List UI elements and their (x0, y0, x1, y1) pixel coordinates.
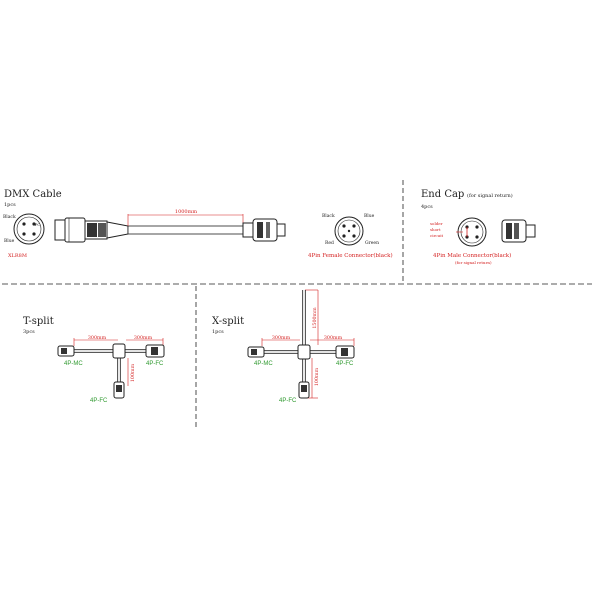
tsplit-label-right: 4P-FC (146, 361, 164, 367)
tsplit-qty: 3pcs (23, 329, 35, 335)
xsplit-label-right: 4P-FC (336, 361, 354, 367)
dmx-pin-black: Black (3, 214, 16, 220)
endcap-sub: (for signal return) (455, 260, 492, 265)
tsplit-len-left: 300mm (88, 335, 107, 341)
dmx-cable (127, 225, 244, 235)
female-red: Red (325, 240, 334, 246)
tsplit-len-right: 300mm (134, 335, 153, 341)
xlr-label: XLR8M (8, 253, 27, 259)
endcap-plug-icon (501, 219, 536, 243)
svg-text:PC: PC (35, 223, 40, 227)
xsplit-label-left: 4P-MC (254, 361, 273, 367)
xsplit-junction (297, 344, 311, 360)
xsplit-len-left: 300mm (272, 335, 291, 341)
xsplit-len-up: 1500mm (312, 307, 318, 329)
tsplit-male-connector-icon (57, 345, 75, 357)
female-blue: Blue (364, 213, 375, 219)
xsplit-len-down: 100mm (314, 367, 320, 386)
xlr-plug-icon (54, 217, 129, 243)
tsplit-title: T-split (23, 316, 54, 327)
xsplit-qty: 1pcs (212, 329, 224, 335)
xsplit-female-connector-icon (335, 345, 355, 359)
female-green: Green (365, 240, 379, 246)
dmx-title: DMX Cable (4, 189, 62, 200)
tsplit-down-connector-icon (113, 381, 125, 399)
endcap-label: 4Pin Male Connector(black) (433, 252, 511, 259)
tsplit-female-connector-icon (145, 344, 165, 358)
endcap-wire-note-3: circuit (430, 233, 444, 238)
dmx-pin-blue: Blue (4, 238, 15, 244)
tsplit-label-down: 4P-FC (90, 398, 108, 404)
dmx-length: 1000mm (175, 209, 197, 215)
xsplit-down-connector-icon (298, 381, 310, 399)
endcap-face-icon (456, 217, 487, 247)
dmx-qty: 1pcs (4, 202, 16, 208)
endcap-note: (for signal return) (467, 192, 513, 199)
endcap-wire-note-2: short (430, 227, 441, 232)
endcap-title: End Cap (421, 189, 464, 200)
xsplit-male-connector-icon (247, 346, 265, 358)
xsplit-title: X-split (212, 316, 244, 327)
tsplit-junction (112, 343, 126, 359)
xsplit-len-right: 300mm (324, 335, 343, 341)
tsplit-label-left: 4P-MC (64, 361, 83, 367)
female-black: Black (322, 213, 335, 219)
tsplit-len-down: 100mm (130, 363, 136, 382)
endcap-qty: 4pcs (421, 204, 433, 210)
xlr-face-icon: PC (13, 213, 45, 245)
endcap-wire-note-1: solder (430, 221, 443, 226)
female-connector-icon (242, 218, 286, 242)
xsplit-label-down: 4P-FC (279, 398, 297, 404)
female-connector-label: 4Pin Female Connector(black) (308, 252, 393, 259)
female-face-icon (334, 216, 364, 246)
